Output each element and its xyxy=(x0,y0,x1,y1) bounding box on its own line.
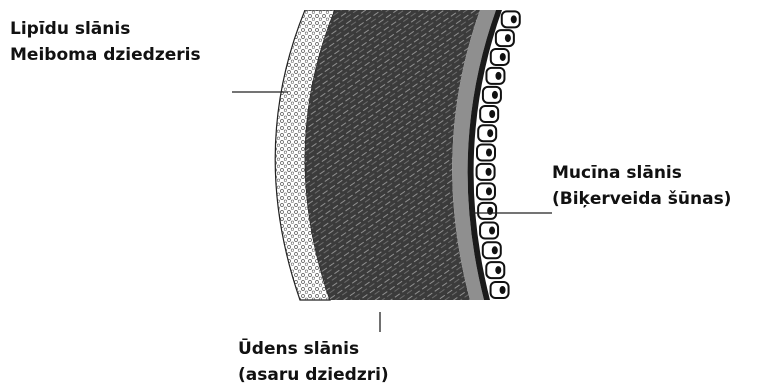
cell-nucleus xyxy=(489,110,495,118)
cell-nucleus xyxy=(511,15,517,23)
lipid-layer-source: Meiboma dziedzeris xyxy=(10,42,201,68)
aqueous-layer-source: (asaru dziedzri) xyxy=(238,362,389,388)
aqueous-layer-label: Ūdens slānis (asaru dziedzri) xyxy=(238,336,389,388)
cell-nucleus xyxy=(486,168,492,176)
aqueous-layer-title: Ūdens slānis xyxy=(238,336,389,362)
epithelial-cell xyxy=(502,11,520,27)
mucin-layer-source: (Biķerveida šūnas) xyxy=(552,186,731,212)
lipid-layer-title: Lipīdu slānis xyxy=(10,16,201,42)
cell-nucleus xyxy=(500,286,506,294)
cell-nucleus xyxy=(492,91,498,99)
cell-nucleus xyxy=(487,129,493,137)
cell-nucleus xyxy=(489,227,495,235)
cell-nucleus xyxy=(505,34,511,42)
cell-nucleus xyxy=(495,266,501,274)
cell-nucleus xyxy=(486,149,492,157)
cell-nucleus xyxy=(495,72,501,80)
cell-nucleus xyxy=(500,53,506,61)
cell-nucleus xyxy=(486,187,492,195)
mucin-layer-title: Mucīna slānis xyxy=(552,160,731,186)
mucin-layer-label: Mucīna slānis (Biķerveida šūnas) xyxy=(552,160,731,212)
lipid-layer-label: Lipīdu slānis Meiboma dziedzeris xyxy=(10,16,201,68)
cell-nucleus xyxy=(487,207,493,215)
cell-nucleus xyxy=(492,246,498,254)
